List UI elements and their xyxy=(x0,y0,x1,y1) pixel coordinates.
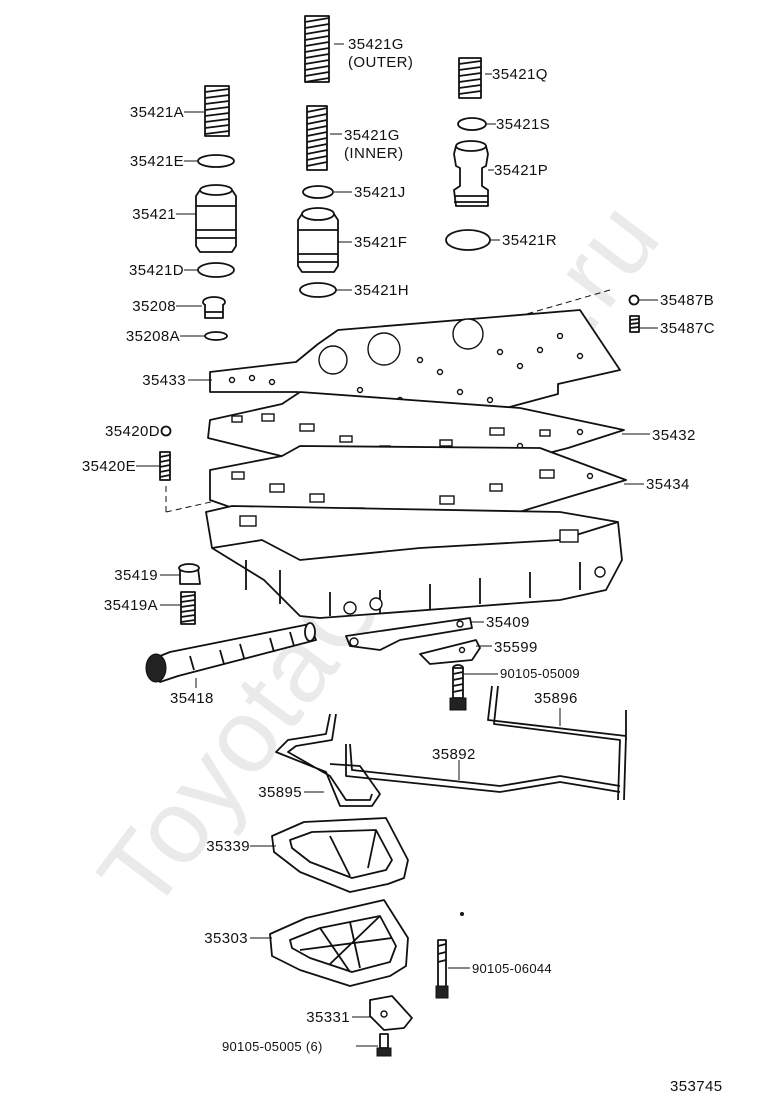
label-35419: 35419 xyxy=(114,567,158,584)
spring-35421g-inner xyxy=(306,105,328,171)
label-90105-05005: 90105-05005 (6) xyxy=(222,1039,323,1054)
sleeve-35421f xyxy=(297,207,339,273)
label-35434: 35434 xyxy=(646,476,690,493)
label-35421g-inner: 35421G xyxy=(344,127,400,144)
plate-35599 xyxy=(419,639,481,665)
label-35208a: 35208A xyxy=(125,328,180,345)
label-90105-05009: 90105-05009 xyxy=(500,666,580,681)
valve-body xyxy=(205,505,623,619)
spring-35420e xyxy=(159,451,171,481)
label-35421g-outer: 35421G xyxy=(348,36,404,53)
label-35895: 35895 xyxy=(258,784,302,801)
oring-35421r xyxy=(445,229,491,251)
label-35421f: 35421F xyxy=(354,234,408,251)
bolt-90105-06044 xyxy=(435,939,449,999)
bracket-35331 xyxy=(369,995,413,1031)
spring-35419a xyxy=(180,591,196,625)
label-35418: 35418 xyxy=(170,690,214,707)
label-35208: 35208 xyxy=(132,298,176,315)
strainer-35303 xyxy=(269,899,464,987)
label-35303: 35303 xyxy=(204,930,248,947)
label-35421q: 35421Q xyxy=(492,66,548,83)
sleeve-35421p xyxy=(453,140,489,207)
oring-35421d xyxy=(197,262,235,278)
label-35409: 35409 xyxy=(486,614,530,631)
label-35487c: 35487C xyxy=(660,320,715,337)
label-35433: 35433 xyxy=(142,372,186,389)
pipe-35896 xyxy=(487,685,627,801)
spring-35421g-outer xyxy=(304,15,330,83)
leader-lines xyxy=(136,43,658,1047)
label-35421a: 35421A xyxy=(129,104,184,121)
pipe-35895 xyxy=(275,713,381,807)
label-35892: 35892 xyxy=(432,746,476,763)
label-35421j: 35421J xyxy=(354,184,406,201)
label-35339: 35339 xyxy=(206,838,250,855)
bolt-90105-05005 xyxy=(376,1033,392,1057)
oring-35421h xyxy=(299,282,337,298)
label-35331: 35331 xyxy=(306,1009,350,1026)
oring-35421j xyxy=(302,185,334,199)
bolt-90105-05009 xyxy=(449,664,467,711)
label-35420d: 35420D xyxy=(105,423,160,440)
pipe-35892 xyxy=(345,743,621,793)
label-35421: 35421 xyxy=(132,206,176,223)
plate-35432 xyxy=(207,391,625,489)
diagram-id: 353745 xyxy=(670,1078,723,1095)
spring-35421q xyxy=(458,57,482,99)
label-35421d: 35421D xyxy=(129,262,184,279)
label-90105-06044: 90105-06044 xyxy=(472,961,552,976)
label-35421p: 35421P xyxy=(494,162,549,179)
label-35487b: 35487B xyxy=(660,292,715,309)
label-35421h: 35421H xyxy=(354,282,409,299)
label-35420e: 35420E xyxy=(81,458,136,475)
sleeve-35421 xyxy=(195,184,237,253)
label-35421s: 35421S xyxy=(496,116,551,133)
plug-35419 xyxy=(178,563,201,585)
spring-35421a xyxy=(204,85,230,137)
oring-35208a xyxy=(204,331,228,341)
label-35421g-inner-sub: (INNER) xyxy=(344,145,404,162)
label-35896: 35896 xyxy=(534,690,578,707)
label-35419a: 35419A xyxy=(103,597,158,614)
label-35421g-outer-sub: (OUTER) xyxy=(348,54,414,71)
label-35421r: 35421R xyxy=(502,232,557,249)
plug-35208 xyxy=(202,296,226,319)
oring-35421s xyxy=(457,117,487,131)
oring-35421e xyxy=(197,154,235,168)
ball-35487b xyxy=(628,294,640,306)
gasket-35339 xyxy=(271,817,409,893)
spring-35487c xyxy=(629,315,640,333)
label-35599: 35599 xyxy=(494,639,538,656)
valve-35418 xyxy=(145,622,317,683)
ball-35420d xyxy=(160,425,172,437)
label-35432: 35432 xyxy=(652,427,696,444)
label-35421e: 35421E xyxy=(129,153,184,170)
lever-35409 xyxy=(345,617,473,651)
